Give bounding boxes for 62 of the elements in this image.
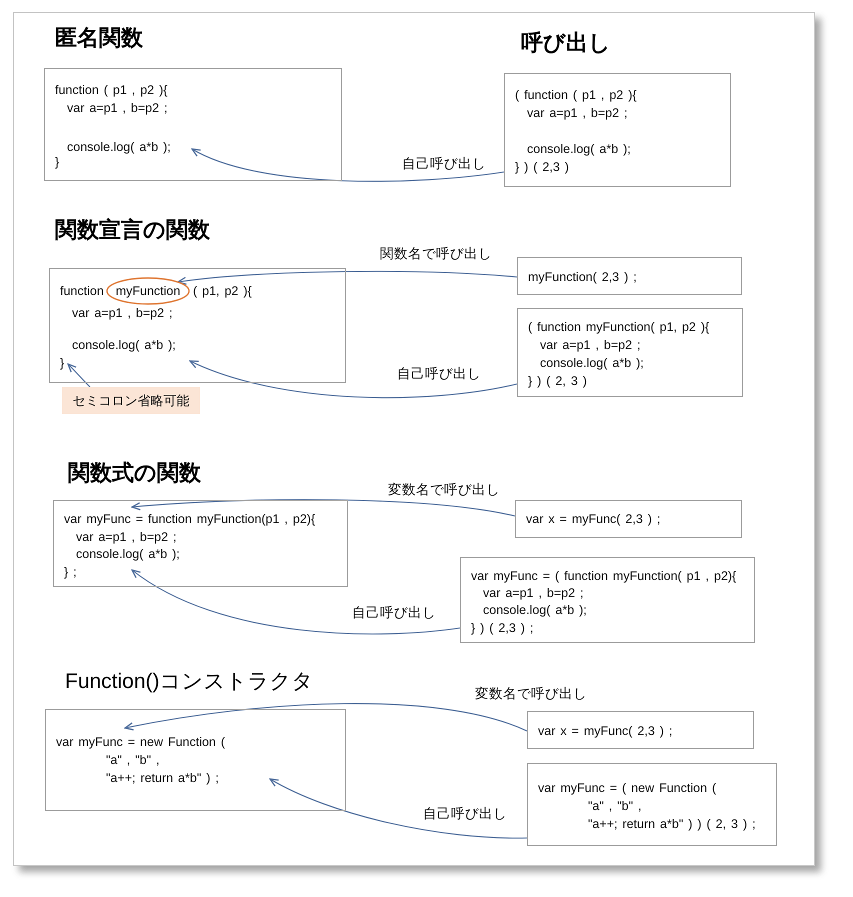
code-line: var myFunc = function myFunction(p1 , p2){: [64, 511, 316, 527]
code-line: var myFunc = ( new Function (: [538, 780, 716, 796]
code-line: console.log( a*b );: [483, 602, 587, 618]
code-line: console.log( a*b );: [76, 546, 180, 562]
code-line: var a=p1 , b=p2 ;: [527, 105, 628, 121]
code-line: function: [60, 283, 104, 299]
code-line: } ) ( 2, 3 ): [528, 373, 587, 389]
code-box: [515, 500, 742, 538]
code-line: var x = myFunc( 2,3 ) ;: [538, 723, 672, 739]
curved-arrow: [191, 148, 504, 182]
section-heading: 匿名関数: [55, 25, 143, 52]
code-line: "a++; return a*b" ) ;: [106, 770, 219, 786]
curved-arrow: [269, 778, 527, 839]
curved-arrow: [177, 270, 518, 286]
code-box: [527, 763, 777, 846]
code-line: myFunction( 2,3 ) ;: [528, 269, 637, 285]
code-line: var a=p1 , b=p2 ;: [483, 585, 584, 601]
code-line: "a++; return a*b" ) ) ( 2, 3 ) ;: [588, 816, 756, 832]
code-line: var a=p1 , b=p2 ;: [76, 529, 177, 545]
section-heading: 関数式の関数: [68, 460, 201, 486]
curved-arrow: [189, 360, 518, 398]
code-box: [53, 500, 348, 587]
section-heading: 関数宣言の関数: [55, 217, 210, 244]
code-line: "a" , "b" ,: [106, 752, 160, 768]
code-box: [517, 308, 743, 397]
code-line: console.log( a*b );: [527, 141, 631, 157]
code-line: var a=p1 , b=p2 ;: [67, 100, 168, 116]
section-heading: Function()コンストラクタ: [65, 669, 314, 694]
code-line: var myFunc = new Function (: [56, 734, 226, 750]
curved-arrow: [131, 499, 516, 517]
code-line: console.log( a*b );: [72, 337, 176, 353]
code-box: [45, 709, 346, 811]
code-box: [44, 68, 342, 181]
code-text: myFunction: [116, 283, 180, 299]
code-line: console.log( a*b );: [540, 355, 644, 371]
highlight-ellipse: [106, 277, 190, 305]
note-box: [62, 387, 200, 414]
code-line: var myFunc = ( function myFunction( p1 , p2){: [471, 568, 736, 584]
code-box: [517, 257, 742, 295]
leader-arrow: [67, 363, 90, 388]
code-line: }: [60, 355, 64, 371]
code-line: ( function myFunction( p1, p2 ){: [528, 319, 710, 335]
code-line: } ) ( 2,3 ) ;: [471, 620, 534, 636]
code-box: [527, 711, 754, 749]
section-heading: 呼び出し: [521, 30, 611, 56]
code-line: var a=p1 , b=p2 ;: [540, 337, 641, 353]
code-line: } ;: [64, 564, 77, 580]
curved-arrow: [124, 703, 528, 732]
curved-arrow: [131, 569, 460, 634]
code-box: [504, 73, 731, 187]
code-line: var a=p1 , b=p2 ;: [72, 305, 173, 321]
code-line: function ( p1 , p2 ){: [55, 82, 168, 98]
code-line: ( function ( p1 , p2 ){: [515, 87, 637, 103]
code-line: "a" , "b" ,: [588, 798, 642, 814]
code-line: console.log( a*b );: [67, 139, 171, 155]
code-line: var x = myFunc( 2,3 ) ;: [526, 511, 660, 527]
note-text: セミコロン省略可能: [72, 392, 190, 408]
code-line: }: [55, 154, 60, 170]
code-box: [460, 557, 755, 643]
code-line: ( p1, p2 ){: [193, 283, 252, 299]
code-box: [49, 268, 346, 383]
code-line: } ) ( 2,3 ): [515, 159, 569, 175]
